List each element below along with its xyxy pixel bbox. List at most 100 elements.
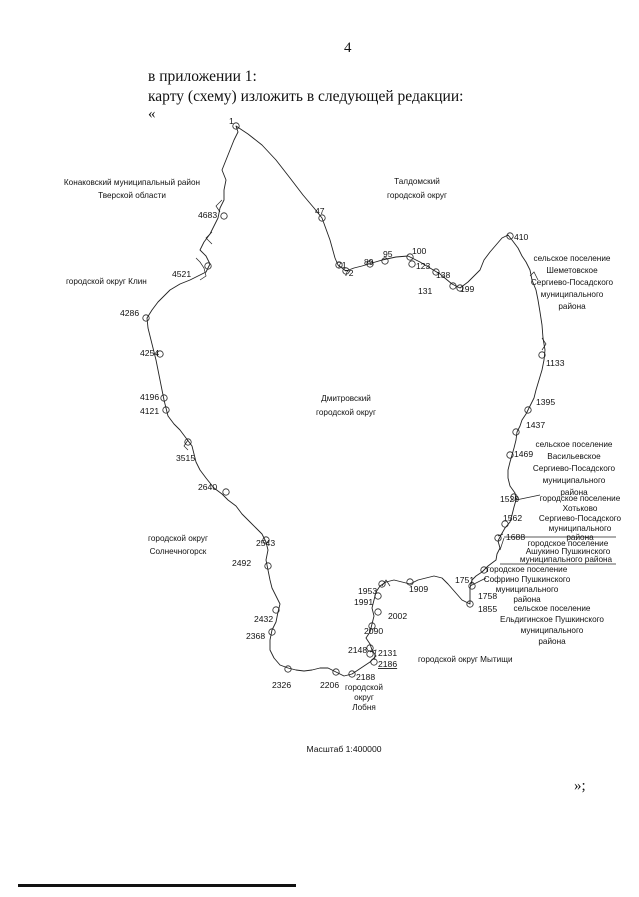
svg-text:района: района [513, 595, 541, 604]
neighbor-eldigino: сельское поселение Ельдигинское Пушкинск… [500, 604, 604, 646]
scale-label: Масштаб 1:400000 [307, 744, 382, 754]
point-label-1909: 1909 [409, 584, 428, 594]
point-label-2188: 2188 [356, 672, 375, 682]
point-label-1688: 1688 [506, 532, 525, 542]
point-label-2368: 2368 [246, 631, 265, 641]
point-label-4286: 4286 [120, 308, 139, 318]
svg-text:Ашукино Пушкинского: Ашукино Пушкинского [526, 547, 611, 556]
point-label-2543: 2543 [256, 538, 275, 548]
svg-text:района: района [560, 488, 588, 497]
svg-text:Лобня: Лобня [352, 703, 376, 712]
point-label-1991: 1991 [354, 597, 373, 607]
neighbor-sofrino: городское поселение Софрино Пушкинского … [484, 565, 571, 604]
point-label-1855: 1855 [478, 604, 497, 614]
point-label-4121: 4121 [140, 406, 159, 416]
point-label-2640: 2640 [198, 482, 217, 492]
point-label-4254: 4254 [140, 348, 159, 358]
svg-text:Сергиево-Посадского: Сергиево-Посадского [531, 278, 614, 287]
point-label-2131: 2131 [378, 648, 397, 658]
svg-text:Солнечногорск: Солнечногорск [150, 547, 207, 556]
neighbor-mytishchi: городской округ Мытищи [418, 655, 513, 664]
neighbor-khotkovo: городское поселение Хотьково Сергиево-По… [539, 494, 622, 542]
point-label-1758: 1758 [478, 591, 497, 601]
svg-text:городское поселение: городское поселение [487, 565, 568, 574]
point-label-72: 72 [344, 268, 354, 278]
point-label-123: 123 [416, 261, 431, 271]
point-label-131: 131 [418, 286, 433, 296]
svg-text:Шеметовское: Шеметовское [546, 266, 598, 275]
neighbor-ashukino: городское поселение Ашукино Пушкинского … [520, 539, 613, 564]
point-label-4521: 4521 [172, 269, 191, 279]
point-label-1751: 1751 [455, 575, 474, 585]
svg-text:городской округ: городской округ [387, 191, 447, 200]
point-label-2186: 2186 [378, 659, 397, 669]
svg-text:Тверской области: Тверской области [98, 191, 166, 200]
footer-rule [18, 884, 296, 887]
point-label-1562: 1562 [503, 513, 522, 523]
svg-text:района: района [538, 637, 566, 646]
svg-text:Конаковский муниципальный райо: Конаковский муниципальный район [64, 178, 200, 187]
point-labels: 1 47 71 72 89 95 100 123 138 131 199 410… [120, 116, 565, 690]
svg-text:городской округ Клин: городской округ Клин [66, 277, 147, 286]
point-label-71: 71 [337, 260, 347, 270]
neighbor-lobnya: городской округ Лобня [345, 683, 383, 712]
neighbor-solnechnogorsk: городской округ Солнечногорск [148, 534, 208, 556]
neighbor-klin: городской округ Клин [66, 277, 147, 286]
neighbor-shemetovo: сельское поселение Шеметовское Сергиево-… [531, 254, 614, 311]
point-label-410: 410 [514, 232, 529, 242]
point-label-4196: 4196 [140, 392, 159, 402]
center-label-line-1: Дмитровский [321, 394, 371, 403]
page-number: 4 [344, 40, 352, 56]
svg-text:района: района [566, 533, 594, 542]
point-label-2148: 2148 [348, 645, 367, 655]
point-label-89: 89 [364, 257, 374, 267]
intro-line-2: карту (схему) изложить в следующей редак… [148, 88, 464, 105]
point-label-95: 95 [383, 249, 393, 259]
boundary-point-markers [142, 122, 546, 678]
svg-text:муниципального района: муниципального района [520, 555, 613, 564]
closing-quote: »; [574, 778, 586, 794]
svg-text:городское поселение: городское поселение [528, 539, 609, 548]
center-label-line-2: городской округ [316, 408, 376, 417]
point-label-2432: 2432 [254, 614, 273, 624]
svg-text:Сергиево-Посадского: Сергиево-Посадского [533, 464, 616, 473]
opening-quote: « [148, 106, 156, 122]
neighbor-vasilevskoe: сельское поселение Васильевское Сергиево… [533, 440, 616, 497]
svg-text:Васильевское: Васильевское [547, 452, 601, 461]
svg-text:сельское поселение: сельское поселение [514, 604, 591, 613]
svg-text:муниципального: муниципального [541, 290, 604, 299]
leader-lines [469, 494, 616, 587]
point-label-1529: 1529 [500, 494, 519, 504]
boundary-detail [183, 199, 547, 661]
neighbor-konakovo: Конаковский муниципальный район Тверской… [64, 178, 200, 200]
svg-text:Ельдигинское Пушкинского: Ельдигинское Пушкинского [500, 615, 604, 624]
point-label-100: 100 [412, 246, 427, 256]
svg-text:Сергиево-Посадского: Сергиево-Посадского [539, 514, 622, 523]
point-label-2492: 2492 [232, 558, 251, 568]
svg-text:Хотьково: Хотьково [563, 504, 598, 513]
svg-text:городской округ Мытищи: городской округ Мытищи [418, 655, 513, 664]
svg-text:городской: городской [345, 683, 383, 692]
svg-text:Талдомский: Талдомский [394, 177, 440, 186]
point-label-1437: 1437 [526, 420, 545, 430]
point-label-47: 47 [315, 206, 325, 216]
point-label-1133: 1133 [546, 358, 565, 368]
svg-text:сельское поселение: сельское поселение [534, 254, 611, 263]
intro-line-1: в приложении 1: [148, 68, 257, 85]
point-label-138: 138 [436, 270, 451, 280]
point-label-1953: 1953 [358, 586, 377, 596]
neighbor-taldom: Талдомский городской округ [387, 177, 447, 200]
point-label-2206: 2206 [320, 680, 339, 690]
point-label-2002: 2002 [388, 611, 407, 621]
svg-text:муниципального: муниципального [549, 524, 612, 533]
point-label-1469: 1469 [514, 449, 533, 459]
point-label-2326: 2326 [272, 680, 291, 690]
svg-text:Софрино Пушкинского: Софрино Пушкинского [484, 575, 571, 584]
svg-text:района: района [558, 302, 586, 311]
svg-text:муниципального: муниципального [543, 476, 606, 485]
svg-text:городское поселение: городское поселение [540, 494, 621, 503]
point-label-3515: 3515 [176, 453, 195, 463]
svg-text:сельское поселение: сельское поселение [536, 440, 613, 449]
point-label-1: 1 [229, 116, 234, 126]
